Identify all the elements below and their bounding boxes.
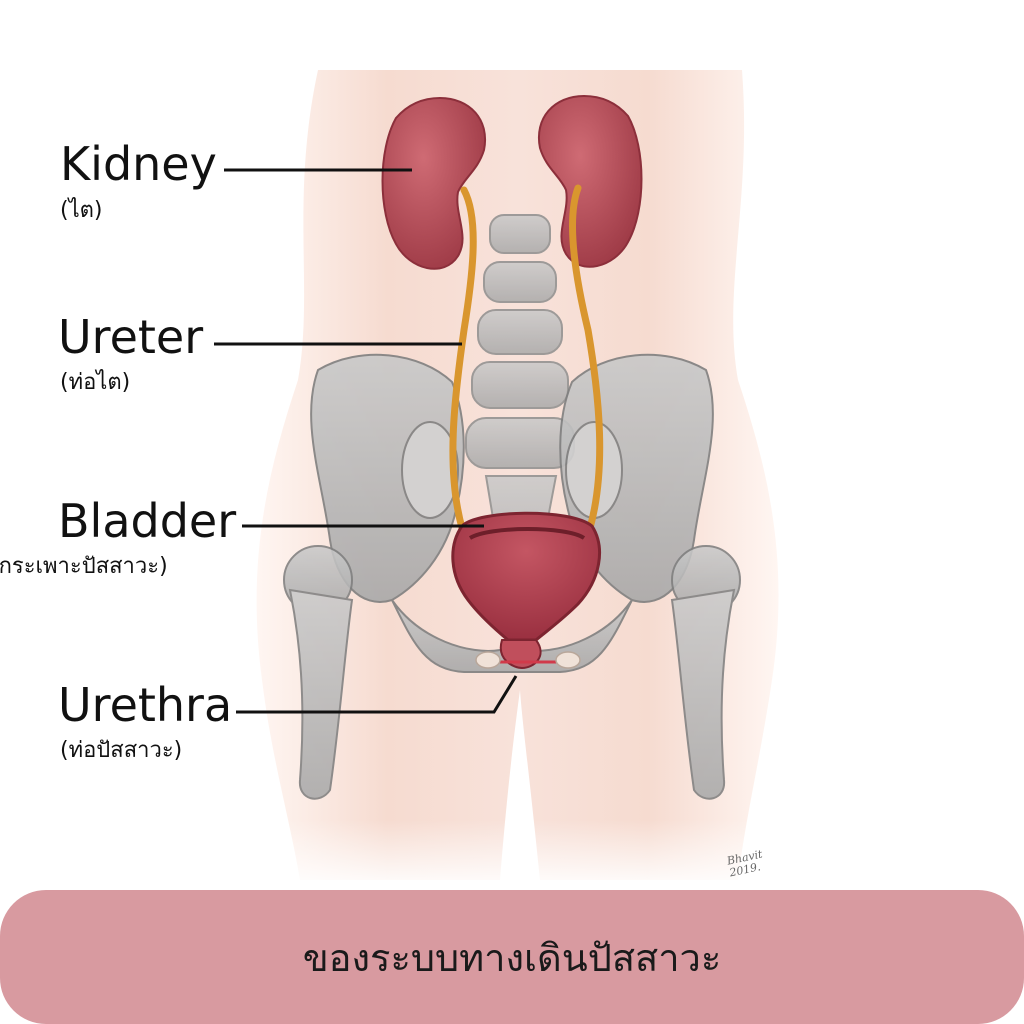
femurs xyxy=(283,545,741,800)
kidney-label: Kidney xyxy=(60,137,217,191)
bladder-label: Bladder xyxy=(58,494,237,548)
caption-text: ของระบบทางเดินปัสสาวะ xyxy=(302,935,722,980)
spine xyxy=(465,214,575,603)
right-kidney-shape xyxy=(537,94,643,268)
urethra-thai-label: (ท่อปัสสาวะ) xyxy=(60,738,183,763)
bladder-shape xyxy=(451,511,601,642)
right-ureter-shape xyxy=(569,184,604,532)
ureter-label: Ureter xyxy=(58,310,204,364)
left-kidney-shape xyxy=(381,96,487,270)
left-ureter-shape xyxy=(449,186,477,532)
urethra-leader xyxy=(236,675,518,714)
urethra-label: Urethra xyxy=(58,678,233,732)
caption-banner: ของระบบทางเดินปัสสาวะ xyxy=(0,890,1024,1024)
ureter-thai-label: (ท่อไต) xyxy=(60,370,131,395)
leader-lines xyxy=(214,168,518,714)
kidney-thai-label: (ไต) xyxy=(60,198,103,223)
bladder-thai-label: (กระเพาะปัสสาวะ) xyxy=(0,554,168,579)
